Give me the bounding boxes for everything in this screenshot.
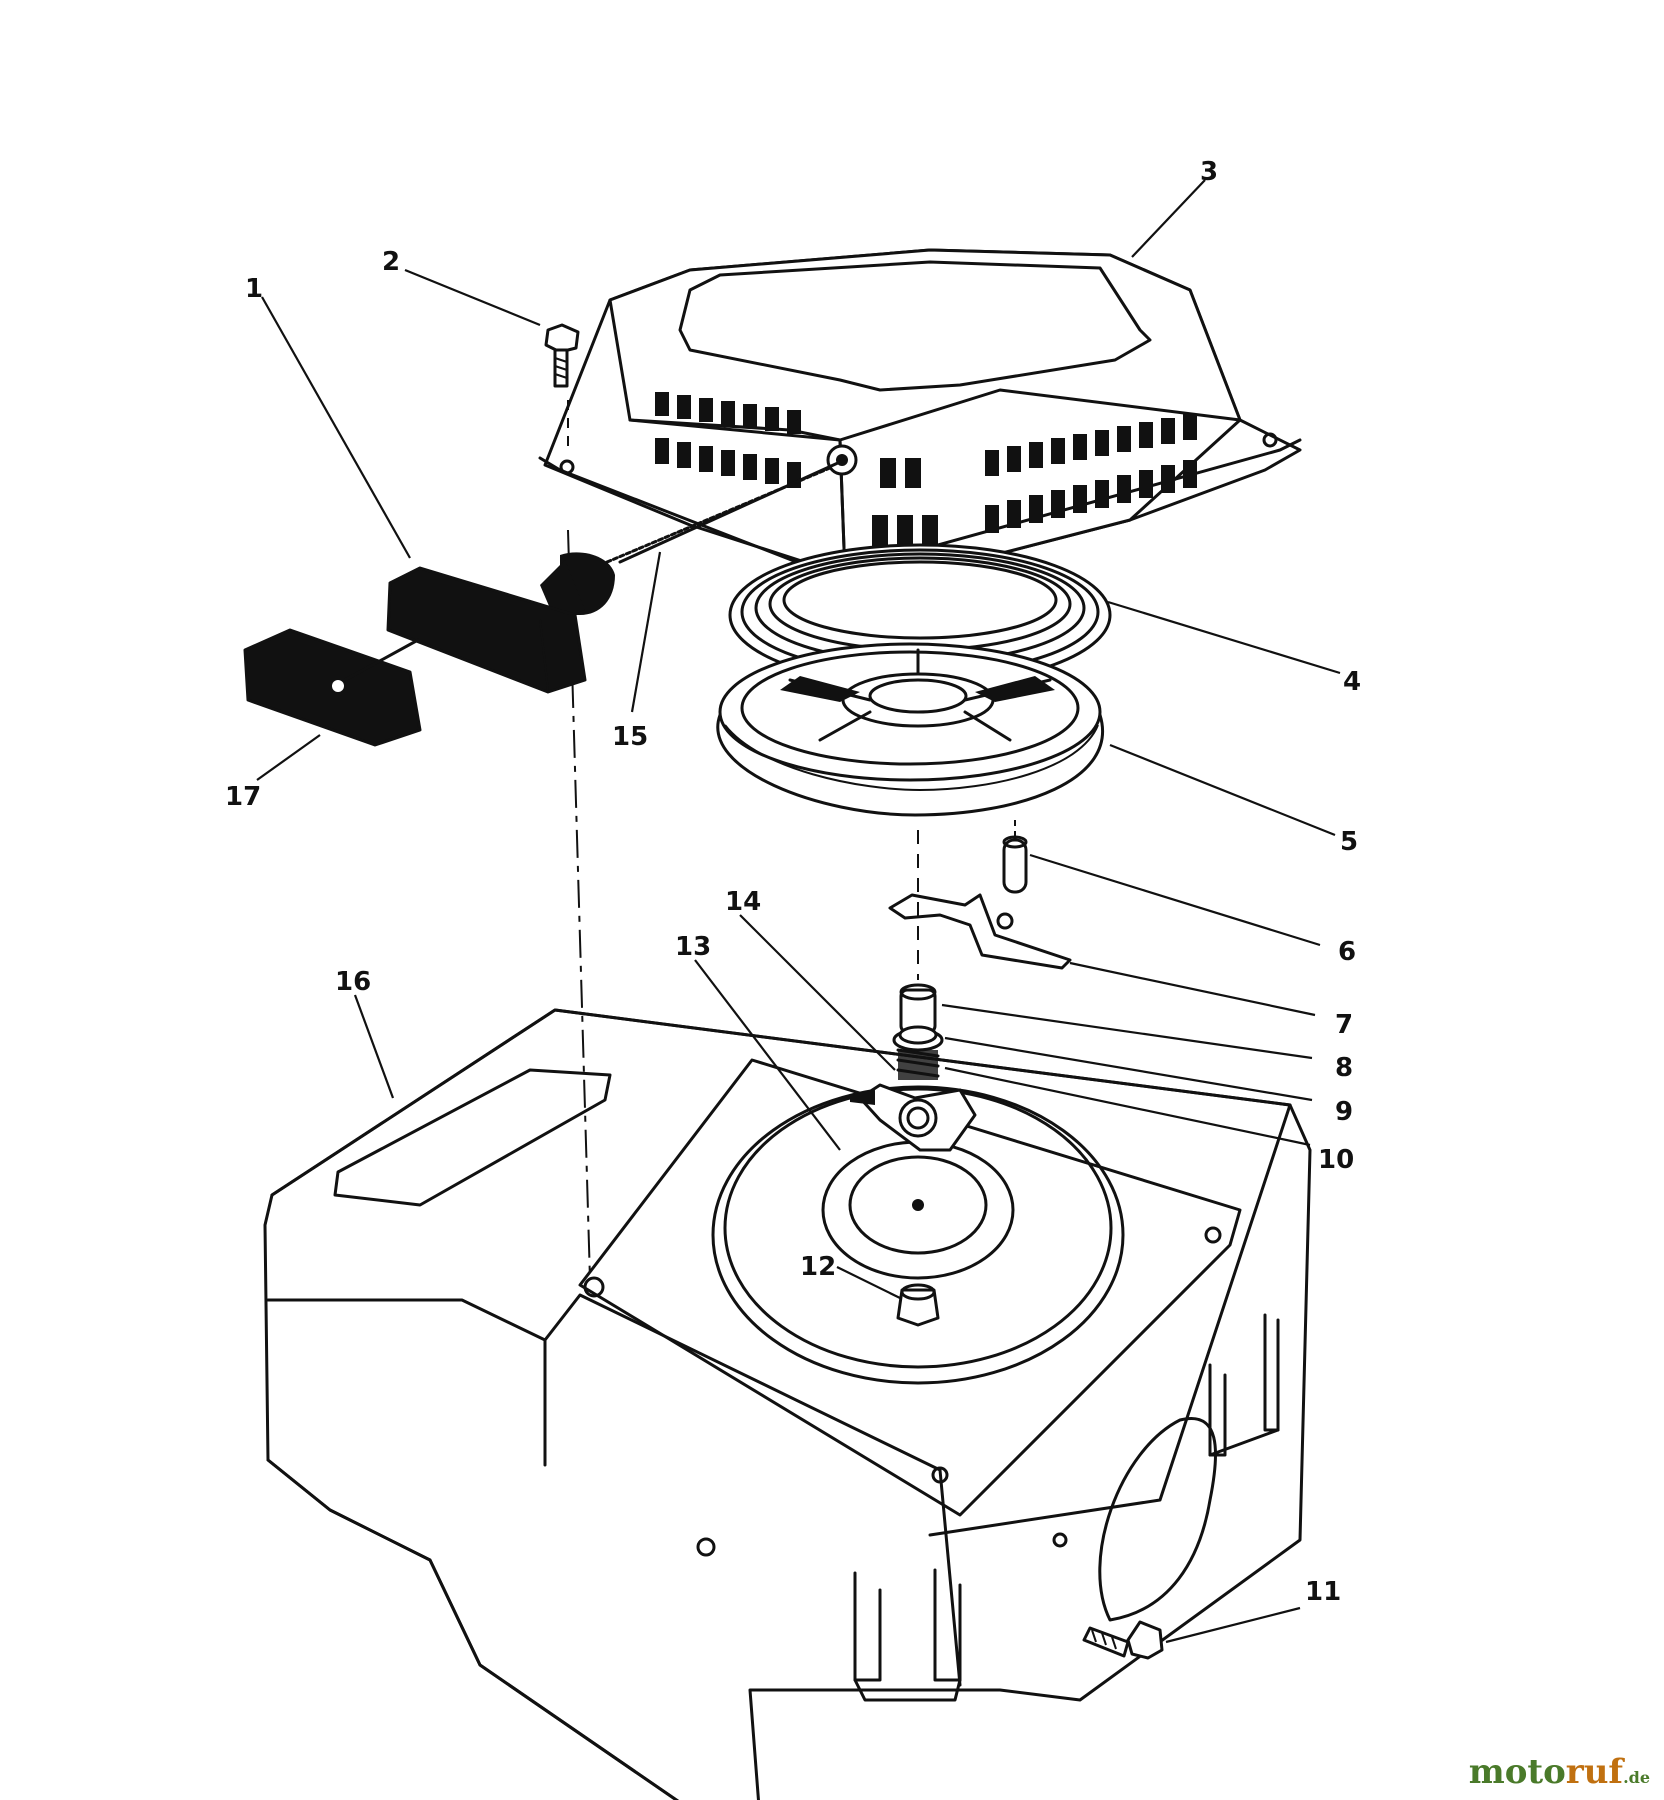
callout-4: 4 (1343, 667, 1361, 697)
callout-9: 9 (1335, 1097, 1353, 1127)
callout-6: 6 (1338, 937, 1356, 967)
watermark-part-2: ruf (1565, 1752, 1624, 1792)
rope-handle-insert (243, 628, 422, 747)
vent-slots-right (985, 414, 1197, 533)
callout-17: 17 (225, 782, 261, 812)
starter-rope (598, 460, 842, 567)
callout-2: 2 (382, 247, 400, 277)
pin (1002, 820, 1028, 894)
callout-10: 10 (1318, 1145, 1354, 1175)
watermark-logo: motoruf.de (1469, 1752, 1650, 1792)
blower-housing (263, 1008, 1312, 1800)
nut (896, 1283, 940, 1327)
callout-15: 15 (612, 722, 648, 752)
watermark-part-1: moto (1468, 1752, 1566, 1792)
callout-13: 13 (675, 932, 711, 962)
leader-lines (256, 179, 1341, 1644)
starter-pulley (716, 642, 1104, 817)
callout-5: 5 (1340, 827, 1358, 857)
callout-16: 16 (335, 967, 371, 997)
pawl (888, 893, 1072, 970)
callout-labels: 1 2 3 4 5 6 7 8 9 10 11 12 13 14 15 16 1… (225, 157, 1361, 1607)
callout-1: 1 (245, 274, 263, 304)
recoil-starter-housing (538, 248, 1302, 598)
center-shaft-parts (850, 830, 977, 1152)
callout-14: 14 (725, 887, 761, 917)
callout-3: 3 (1200, 157, 1218, 187)
callout-12: 12 (800, 1252, 836, 1282)
screw-11 (1082, 1620, 1164, 1660)
callout-7: 7 (1335, 1010, 1353, 1040)
rope-handle (386, 552, 615, 694)
callout-11: 11 (1305, 1577, 1341, 1607)
vent-slots-left (655, 392, 801, 488)
callout-8: 8 (1335, 1053, 1353, 1083)
watermark-part-3: .de (1623, 1768, 1650, 1787)
